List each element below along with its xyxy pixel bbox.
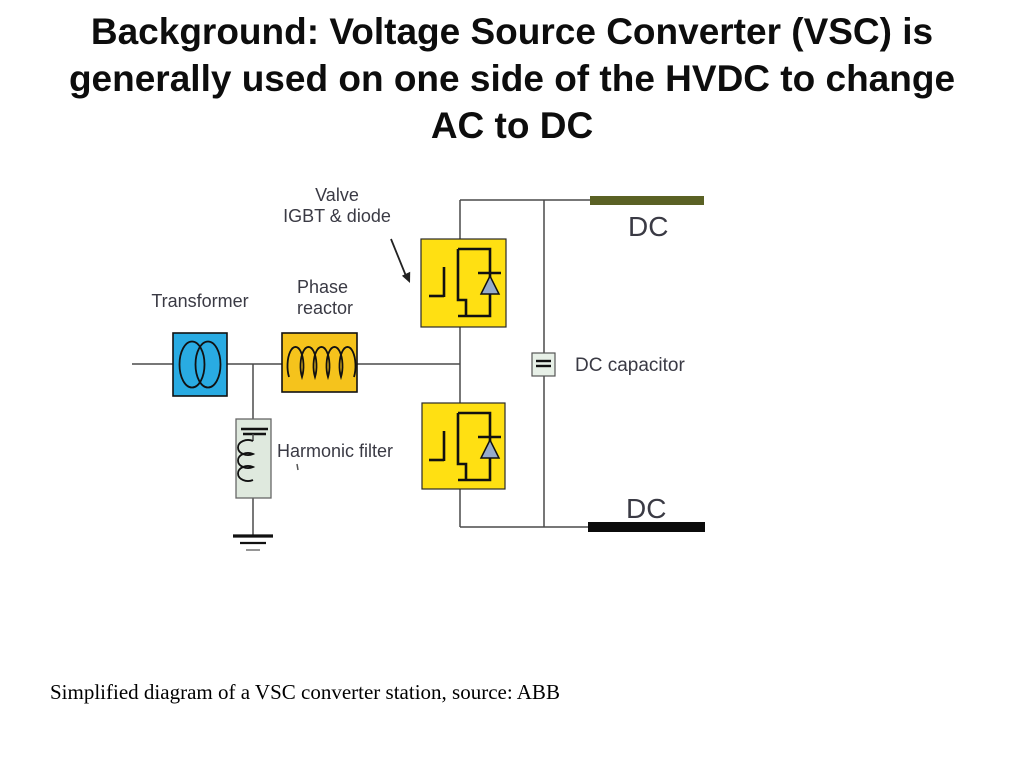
harmonic-filter-label: Harmonic filter [277, 441, 394, 461]
diode-top-triangle [479, 274, 501, 295]
transformer-box [172, 332, 228, 397]
dc-capacitor-box [531, 352, 556, 377]
harmonic-filter-box [235, 418, 272, 499]
dc-bottom-label: DC [626, 493, 667, 524]
caption: Simplified diagram of a VSC converter st… [50, 680, 560, 704]
dc-bus-bar-bottom [588, 522, 705, 532]
valve-arrow [390, 238, 411, 283]
transformer-winding-left [178, 340, 206, 389]
valve-arrowhead [401, 271, 411, 283]
phase-reactor-rect [281, 332, 358, 393]
dc-capacitor-label: DC capacitor [575, 355, 685, 376]
dc-capacitor-rect [531, 352, 556, 377]
diode-bottom-triangle [479, 438, 501, 459]
transformer-winding-right [194, 340, 222, 389]
reactor-coil [286, 346, 357, 381]
valve-box-top [420, 238, 507, 328]
ground-symbol [233, 534, 273, 551]
stray-mark [296, 463, 299, 471]
harmonic-filter-rect [235, 418, 272, 499]
valve-label: Valve IGBT & diode [283, 185, 391, 226]
igbt-bottom-channel [456, 413, 468, 480]
valve-arrow-line [390, 238, 407, 277]
phase-reactor-box [281, 332, 358, 393]
igbt-top-channel [456, 249, 468, 316]
transformer-rect [172, 332, 228, 397]
dc-top-label: DC [628, 211, 669, 242]
valve-box-bottom [421, 402, 506, 490]
transformer-label: Transformer [151, 291, 249, 311]
phase-reactor-label: Phase reactor [297, 277, 354, 318]
slide-title: Background: Voltage Source Converter (VS… [68, 11, 956, 146]
filter-inductor-coil [237, 439, 256, 482]
dc-bus-bar-top [590, 196, 704, 205]
